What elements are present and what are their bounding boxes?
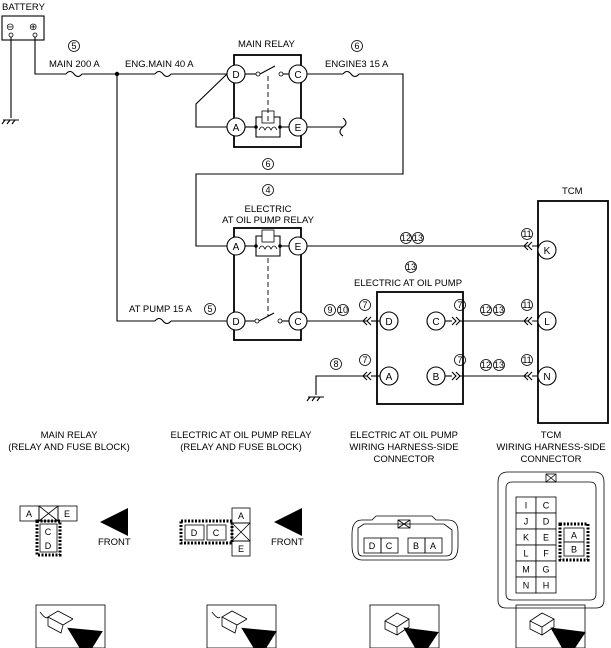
svg-text:11: 11 [522,355,531,365]
svg-text:C: C [294,70,301,81]
svg-text:A: A [386,372,393,383]
wire-ref-6: 6 [265,159,270,169]
svg-text:B: B [433,372,440,383]
engine3-fuse-ref: 6 [354,41,359,51]
main-relay-front-label: FRONT [98,537,131,548]
pointing-arrow-icon [67,627,103,648]
svg-text:12: 12 [401,233,411,243]
svg-text:D: D [369,541,376,551]
at-pump-fuse-ref: 5 [207,304,212,314]
svg-text:7: 7 [362,355,367,365]
engine3-fuse-symbol [342,70,360,78]
oil-pump-title: ELECTRIC AT OIL PUMP [354,278,462,289]
pump-relay-connector-title-line1: ELECTRIC AT OIL PUMP RELAY [171,430,313,441]
svg-text:E: E [238,544,244,554]
main-relay-connector-view: MAIN RELAY (RELAY AND FUSE BLOCK) A E C … [8,430,131,648]
svg-text:C: C [294,317,301,328]
svg-text:B: B [413,541,419,551]
main-fuse-label: MAIN 200 A [49,59,100,70]
svg-text:A: A [26,509,32,519]
svg-text:A: A [233,123,240,134]
tcm-connector-view: TCM WIRING HARNESS-SIDE CONNECTOR [496,430,606,609]
svg-text:L: L [544,317,550,328]
pump-relay-connector-view: ELECTRIC AT OIL PUMP RELAY (RELAY AND FU… [171,430,313,648]
pointing-arrow-icon [403,627,439,648]
eng-main-fuse-symbol [154,70,172,78]
battery-positive-terminal: ⊕ [29,22,37,33]
svg-text:K: K [544,246,551,257]
svg-text:A: A [238,511,244,521]
main-fuse-symbol [65,70,83,78]
svg-text:D: D [232,317,239,328]
oil-pump-connector-title-line1: ELECTRIC AT OIL PUMP [350,430,458,441]
svg-text:D: D [232,70,239,81]
svg-text:D: D [385,317,392,328]
svg-text:11: 11 [522,229,531,239]
svg-text:9: 9 [327,305,332,315]
svg-text:C: C [432,317,439,328]
svg-text:D: D [191,528,198,538]
pump-relay-ref: 4 [265,185,270,195]
eng-main-fuse-label: ENG.MAIN 40 A [125,59,194,70]
svg-text:13: 13 [413,233,423,243]
svg-text:D: D [45,541,52,551]
pump-relay-title-line1: ELECTRIC [245,204,292,215]
oil-pump-connector-view: ELECTRIC AT OIL PUMP WIRING HARNESS-SIDE… [349,430,459,648]
main-relay-connector-title-line2: (RELAY AND FUSE BLOCK) [8,442,130,453]
svg-text:12: 12 [481,360,491,370]
svg-text:10: 10 [338,305,348,315]
at-pump-fuse-symbol [154,317,172,325]
svg-text:A: A [233,242,240,253]
pointing-arrow-icon [241,627,277,648]
battery-negative-terminal: ⊖ [6,22,14,33]
tcm-title: TCM [562,186,583,197]
svg-text:8: 8 [333,359,338,369]
pump-relay-connector-title-line2: (RELAY AND FUSE BLOCK) [180,442,302,453]
svg-text:A: A [430,541,436,551]
svg-text:7: 7 [457,355,462,365]
battery-label: BATTERY [2,2,46,13]
oil-pump-connector-title-line3: CONNECTOR [373,454,434,465]
tcm-connector-title-line3: CONNECTOR [520,454,581,465]
svg-text:C: C [45,527,52,537]
svg-text:7: 7 [362,300,367,310]
ground-symbol-pump [306,396,324,402]
svg-text:C: C [386,541,393,551]
oil-pump-box [376,291,464,405]
svg-text:E: E [295,242,302,253]
main-fuse-ref: 5 [71,41,76,51]
svg-text:N: N [543,372,550,383]
svg-text:C: C [213,528,220,538]
oil-pump-connector-title-line2: WIRING HARNESS-SIDE [349,442,458,453]
svg-text:13: 13 [494,360,504,370]
svg-text:11: 11 [522,300,531,310]
pump-relay-title-line2: AT OIL PUMP RELAY [222,215,315,226]
svg-text:7: 7 [457,300,462,310]
battery: BATTERY ⊖ ⊕ [1,2,46,41]
tcm-connector-title-line2: WIRING HARNESS-SIDE [496,442,605,453]
engine3-fuse-label: ENGINE3 15 A [325,59,389,70]
oil-pump-ref: 13 [406,262,416,272]
svg-text:E: E [295,123,302,134]
tcm-connector-title-line1: TCM [541,430,562,441]
main-relay-connector-title-line1: MAIN RELAY [41,430,99,441]
main-relay-title: MAIN RELAY [238,39,296,50]
svg-text:13: 13 [494,305,504,315]
at-pump-fuse-label: AT PUMP 15 A [129,304,192,315]
svg-text:E: E [64,509,70,519]
tcm-pin-k [537,240,557,260]
ground-symbol-battery [1,119,19,125]
pump-relay-front-label: FRONT [271,537,304,548]
svg-text:12: 12 [481,305,491,315]
